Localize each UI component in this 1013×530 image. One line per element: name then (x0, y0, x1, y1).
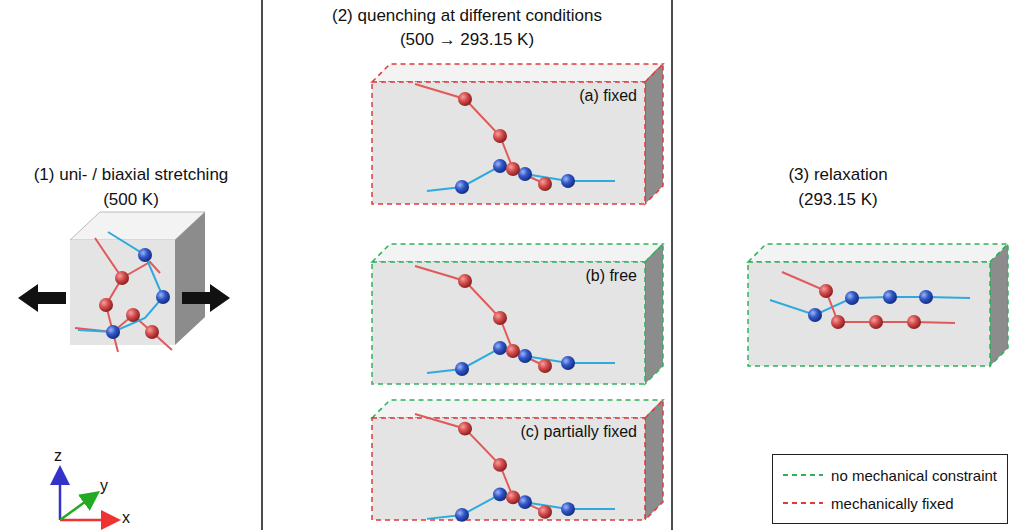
step-heading: (1) uni- / biaxial stretching (34, 165, 229, 185)
legend-box: no mechanical constraint mechanically fix… (772, 454, 1008, 524)
cube (18, 212, 230, 352)
step-heading: (293.15 K) (798, 190, 877, 210)
step-heading: (500 K) (103, 190, 159, 210)
condition-label: (b) free (585, 266, 637, 285)
separator (671, 0, 673, 530)
step-heading: (2) quenching at different conditions (332, 6, 602, 26)
legend-text: no mechanical constraint (831, 467, 997, 484)
condition-box: (a) fixed (372, 82, 645, 204)
box-fixed (372, 64, 663, 204)
box-partially-fixed (372, 400, 663, 522)
axes (60, 470, 116, 520)
axis-label: x (122, 508, 130, 528)
axis-label: y (100, 476, 108, 496)
box-free (372, 244, 663, 384)
legend-swatch (783, 498, 823, 508)
condition-label: (a) fixed (579, 86, 637, 105)
box-relaxed (748, 244, 1008, 366)
separator (261, 0, 263, 530)
legend-swatch (783, 470, 823, 480)
axis-label: z (54, 446, 62, 466)
step-heading: (3) relaxation (788, 165, 887, 185)
legend-row: mechanically fixed (783, 489, 997, 517)
step-heading: (500 → 293.15 K) (400, 30, 534, 50)
condition-label: (c) partially fixed (521, 422, 637, 441)
condition-box: (b) free (372, 262, 645, 384)
legend-text: mechanically fixed (831, 495, 954, 512)
condition-box: (c) partially fixed (372, 418, 645, 520)
legend-row: no mechanical constraint (783, 461, 997, 489)
